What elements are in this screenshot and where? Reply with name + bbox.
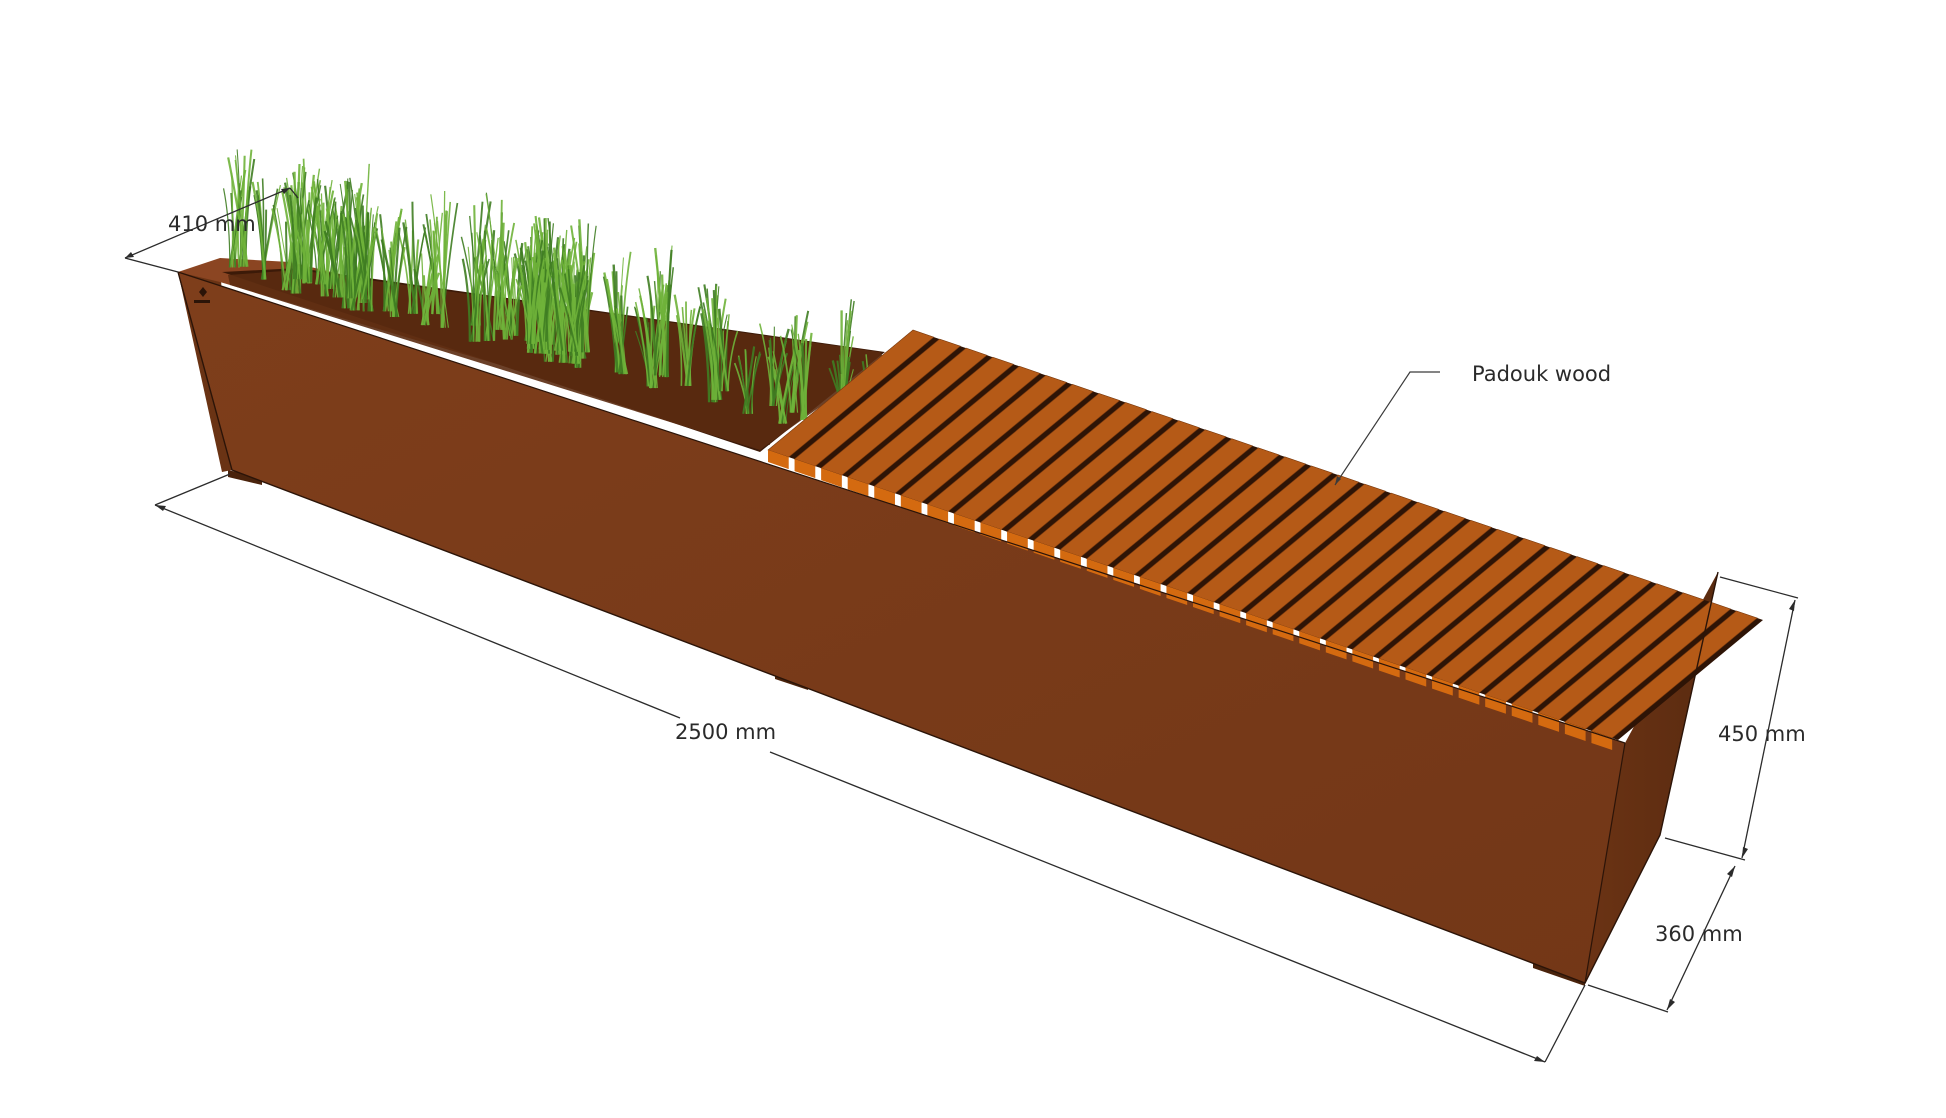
seat-slat xyxy=(1590,610,1758,739)
grass-tuft xyxy=(790,324,813,421)
material-label: Padouk wood xyxy=(1472,362,1611,386)
seat-slat-end xyxy=(1193,595,1214,615)
grass-tuft xyxy=(422,212,444,315)
seat-slat-end xyxy=(874,486,895,506)
seat-slat xyxy=(820,347,988,476)
grass-tuft xyxy=(733,346,762,415)
seat-slat-end xyxy=(953,513,975,533)
seat-slat-end xyxy=(1378,658,1400,678)
grass-tuft xyxy=(709,308,739,392)
grass-tuft xyxy=(485,192,516,330)
seat-slat xyxy=(1351,529,1519,657)
seat-slat-end xyxy=(1139,576,1161,596)
seat-slat xyxy=(847,356,1015,485)
seat-slat xyxy=(873,365,1041,494)
seat-slat-end xyxy=(1166,585,1188,606)
seat-slat xyxy=(1006,411,1174,539)
seat-slat-end xyxy=(794,459,816,479)
grass-tuft xyxy=(524,246,550,354)
dimension-width: 360 mm xyxy=(1587,865,1743,1013)
grass-tuft xyxy=(608,291,629,375)
seat-slat xyxy=(1404,547,1572,675)
bench-outline xyxy=(177,271,1719,984)
seat-slat xyxy=(1484,574,1652,703)
seat-slat-end xyxy=(1352,649,1374,669)
dimension-depth: 410 mm xyxy=(124,187,299,273)
grass-tuft xyxy=(673,294,702,387)
seat-slat xyxy=(1325,519,1493,648)
seat-slat xyxy=(979,402,1147,530)
seat-slat-end xyxy=(1219,604,1241,624)
seat-slat xyxy=(1564,601,1732,730)
grass-tuft xyxy=(251,178,282,280)
seat-slat xyxy=(793,338,961,467)
height-label: 450 mm xyxy=(1718,722,1806,746)
seat-slat xyxy=(1059,429,1227,558)
grass-tuft xyxy=(293,194,322,283)
ornamental-grass xyxy=(222,149,885,448)
grass-tuft xyxy=(654,245,675,378)
padouk-wood-seat xyxy=(767,329,1763,751)
seat-slat xyxy=(1165,465,1333,594)
seat-slat-end xyxy=(768,450,789,470)
seat-slat-end xyxy=(1325,640,1347,660)
material-callout: Padouk wood xyxy=(1334,362,1611,486)
seat-slat-end xyxy=(1007,531,1028,551)
seat-slat-end xyxy=(980,522,1002,542)
depth-label: 410 mm xyxy=(168,212,256,236)
grass-tuft xyxy=(413,253,441,326)
grass-tuft xyxy=(227,149,256,267)
width-label: 360 mm xyxy=(1655,922,1743,946)
dimension-height: 450 mm xyxy=(1664,576,1806,861)
seat-slat xyxy=(1511,583,1679,712)
seat-slat xyxy=(1192,474,1360,603)
seat-slat xyxy=(900,374,1068,503)
grass-tuft xyxy=(515,246,545,344)
seat-slat xyxy=(953,393,1121,521)
seat-slat xyxy=(1112,447,1280,576)
brand-logo xyxy=(194,287,210,303)
seat-slat xyxy=(767,329,935,458)
seat-slat-end xyxy=(900,495,922,515)
seat-slat xyxy=(1218,483,1386,612)
seat-slat-end xyxy=(1033,540,1055,560)
grass-tuft xyxy=(339,180,365,299)
seat-slat xyxy=(1378,538,1546,666)
grass-tuft xyxy=(461,246,490,342)
seat-slat-end xyxy=(1564,721,1586,741)
dimension-length: 2500 mm xyxy=(154,473,1586,1063)
seat-slat xyxy=(1298,510,1466,639)
seat-slat xyxy=(926,384,1094,512)
grass-tuft xyxy=(374,208,403,312)
seat-slat xyxy=(1245,492,1413,621)
grass-tuft xyxy=(380,226,408,318)
seat-slat xyxy=(1537,592,1705,721)
length-label: 2500 mm xyxy=(675,720,776,744)
seat-slat xyxy=(1458,565,1625,694)
seat-slat-end xyxy=(1538,712,1560,732)
seat-slat xyxy=(1033,420,1200,549)
seat-slat xyxy=(1086,438,1254,567)
grass-tuft xyxy=(349,207,379,300)
seat-slat xyxy=(1139,456,1307,585)
seat-slat-end xyxy=(927,504,949,524)
grass-tuft xyxy=(758,323,790,407)
foot-left xyxy=(228,470,262,485)
seat-slat-end xyxy=(847,477,869,497)
seat-slat-end xyxy=(821,468,842,488)
bench-front-face xyxy=(178,272,1625,983)
seat-slat-end xyxy=(1591,730,1613,751)
seat-slat xyxy=(1272,501,1440,630)
seat-slat-end xyxy=(1511,703,1533,723)
grass-tuft xyxy=(558,269,587,352)
seat-slat-end xyxy=(1405,667,1427,687)
seat-slat xyxy=(1431,556,1599,684)
